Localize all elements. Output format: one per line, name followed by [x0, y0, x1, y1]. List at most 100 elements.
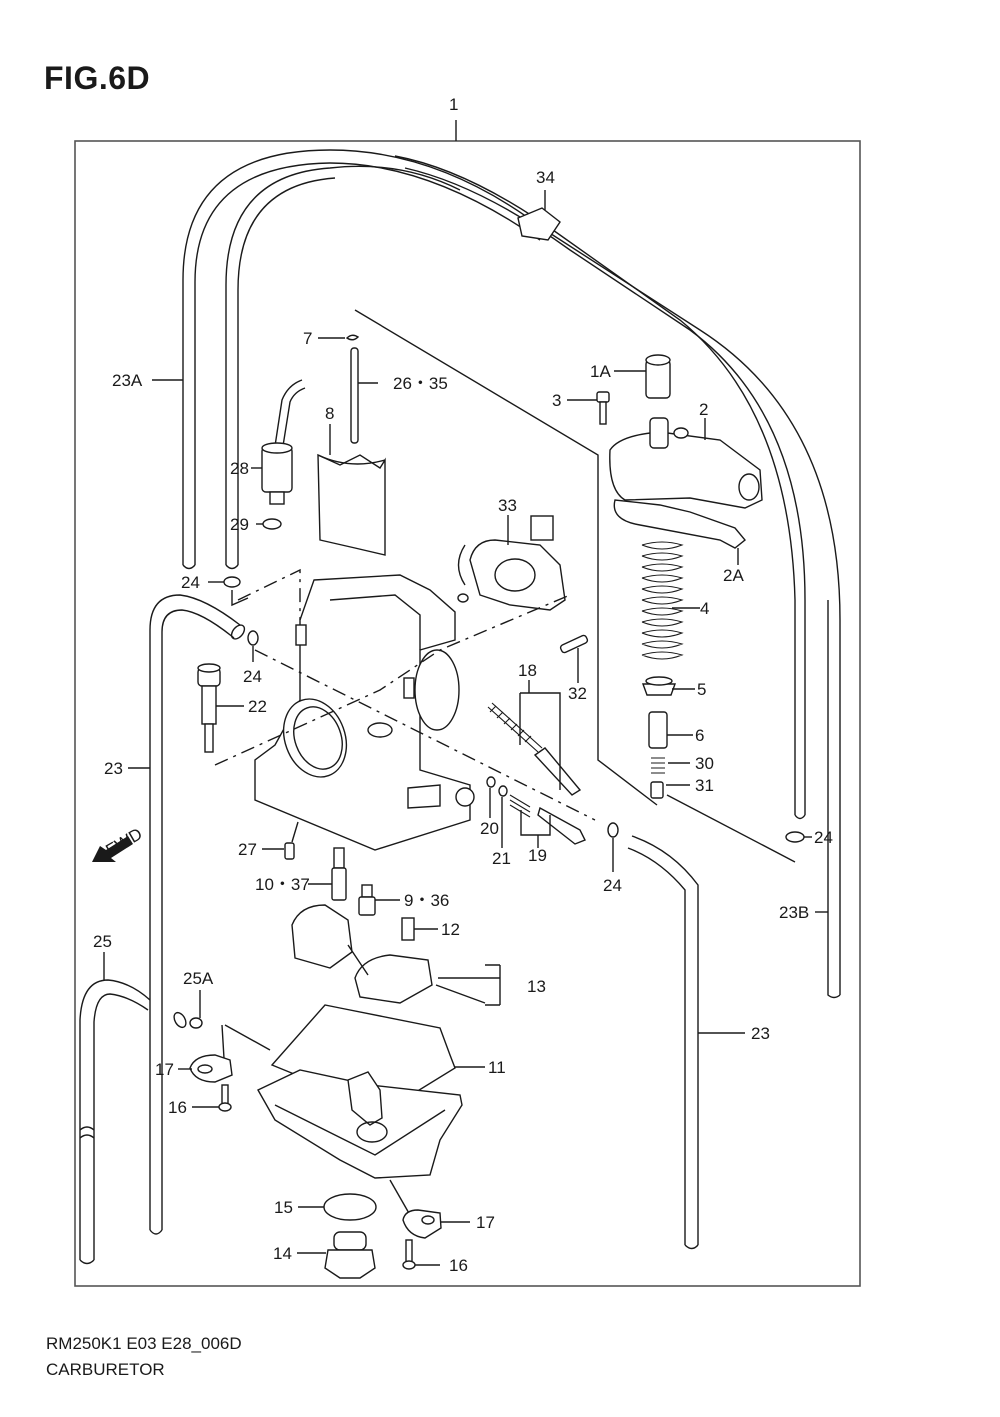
- throttle-stop-screw-18: [487, 680, 582, 796]
- carburetor-body-1: [254, 574, 475, 851]
- holder-5: [642, 676, 695, 696]
- hose-23-left: [149, 594, 246, 1235]
- fwd-arrow-icon: FWD: [92, 824, 146, 862]
- starter-lever-22: [197, 663, 244, 753]
- o-ring-15: [323, 1193, 377, 1221]
- cap-1A: [614, 354, 671, 399]
- gasket-2A: [613, 499, 746, 549]
- callout-31: 31: [695, 776, 714, 795]
- callout-15: 15: [274, 1198, 293, 1217]
- callout-23-left: 23: [104, 759, 123, 778]
- pilot-air-screw-19: [509, 794, 586, 848]
- leader-axis: [254, 649, 596, 821]
- callout-23-right: 23: [751, 1024, 770, 1043]
- bracket-17b: [402, 1209, 470, 1239]
- callout-11: 11: [488, 1058, 506, 1077]
- callout-16a: 16: [168, 1098, 187, 1117]
- hose-23A: [182, 149, 841, 995]
- callout-23B: 23B: [779, 903, 809, 922]
- spring-4: [641, 541, 700, 660]
- callout-1A: 1A: [590, 362, 611, 381]
- throttle-valve-8: [317, 424, 386, 556]
- callout-1: 1: [449, 95, 458, 114]
- callout-9-36: 9・36: [404, 891, 449, 910]
- callout-24a: 24: [181, 573, 200, 592]
- callout-6: 6: [695, 726, 704, 745]
- clamp-24c: [607, 822, 619, 872]
- plug-14: [297, 1231, 376, 1279]
- screw-32: [559, 634, 589, 683]
- callout-10-37: 10・37: [255, 875, 310, 894]
- washer-20: [486, 776, 496, 788]
- callout-2A: 2A: [723, 566, 744, 585]
- callout-20: 20: [480, 819, 499, 838]
- callout-27: 27: [238, 840, 257, 859]
- leader-axis-2: [214, 594, 571, 766]
- callout-24c: 24: [603, 876, 622, 895]
- callout-2: 2: [699, 400, 708, 419]
- callout-25A: 25A: [183, 969, 214, 988]
- callout-32: 32: [568, 684, 587, 703]
- callout-23A: 23A: [112, 371, 143, 390]
- screw-16a: [192, 1084, 232, 1112]
- callout-3: 3: [552, 391, 561, 410]
- screw-16b: [402, 1239, 440, 1270]
- main-jet-9: [358, 884, 400, 916]
- callout-17a: 17: [155, 1060, 174, 1079]
- callout-28: 28: [230, 459, 249, 478]
- spring-30: [651, 757, 690, 774]
- plunger-31: [650, 781, 690, 799]
- jet-needle-26: [318, 334, 378, 444]
- callout-21: 21: [492, 849, 511, 868]
- needle-valve-12: [401, 917, 438, 941]
- clamp-24d: [785, 831, 812, 843]
- leader-17b: [389, 1179, 411, 1216]
- starter-plunger-28: [251, 379, 306, 505]
- callout-33: 33: [498, 496, 517, 515]
- hose-23-inner-left: [225, 165, 461, 570]
- callout-17b: 17: [476, 1213, 495, 1232]
- callout-18: 18: [518, 661, 537, 680]
- float-chamber: [257, 1069, 463, 1179]
- hose-23B: [394, 155, 841, 999]
- callout-5: 5: [697, 680, 706, 699]
- figure-title: FIG.6D: [44, 60, 151, 96]
- diagram-name: CARBURETOR: [46, 1360, 165, 1379]
- callout-22: 22: [248, 697, 267, 716]
- callout-13: 13: [527, 977, 546, 996]
- leader-24d: [666, 794, 796, 863]
- leader-group-top: [354, 309, 658, 806]
- needle-jet-6: [648, 711, 693, 749]
- pilot-jet-27: [262, 821, 299, 860]
- model-code: RM250K1 E03 E28_006D: [46, 1334, 242, 1353]
- callout-7: 7: [303, 329, 312, 348]
- screw-3: [567, 391, 610, 425]
- hose-clamp-34: [517, 190, 561, 241]
- throttle-sensor-33: [457, 515, 566, 611]
- bracket-17a: [178, 1054, 233, 1083]
- clamp-25A: [189, 990, 203, 1029]
- fwd-label: FWD: [103, 824, 146, 860]
- clamp-24b: [247, 630, 259, 662]
- leader-24-hose: [237, 568, 301, 620]
- assembly-frame: [74, 140, 861, 1287]
- callout-29: 29: [230, 515, 249, 534]
- float-set-13: [291, 904, 501, 1006]
- callout-4: 4: [700, 599, 709, 618]
- callout-16b: 16: [449, 1256, 468, 1275]
- callout-12: 12: [441, 920, 460, 939]
- clamp-24a: [208, 576, 249, 607]
- callout-14: 14: [273, 1244, 292, 1263]
- needle-jet-holder-10: [308, 847, 347, 901]
- callout-34: 34: [536, 168, 555, 187]
- callout-8: 8: [325, 404, 334, 423]
- callout-19: 19: [528, 846, 547, 865]
- drain-hose-25: [79, 952, 187, 1265]
- callout-30: 30: [695, 754, 714, 773]
- callout-24b: 24: [243, 667, 262, 686]
- callout-24d: 24: [814, 828, 833, 847]
- o-ring-29: [262, 518, 282, 530]
- hose-23-right: [627, 835, 699, 1250]
- callout-26-35: 26・35: [393, 374, 448, 393]
